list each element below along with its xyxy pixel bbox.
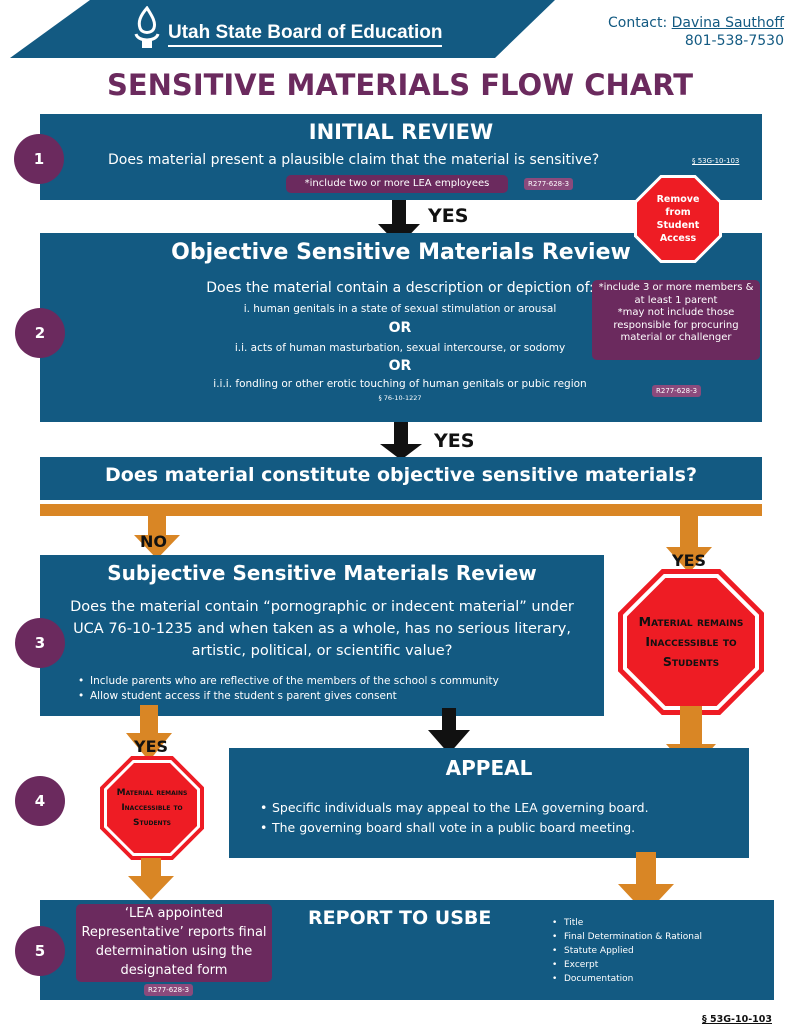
objective-note-1: *include 3 or more members & at least 1 … xyxy=(598,282,754,306)
objective-item-2: i.i. acts of human masturbation, sexual … xyxy=(234,342,566,354)
subjective-review-heading: Subjective Sensitive Materials Review xyxy=(107,561,537,585)
report-item: Documentation xyxy=(550,972,750,986)
contact-label: Contact: xyxy=(608,15,668,31)
initial-review-statute: § 53G-10-103 xyxy=(692,157,740,165)
remove-from-access-sign: Remove from Student Access xyxy=(637,178,719,260)
down-arrow-icon xyxy=(128,858,174,900)
objective-item-1: i. human genitals in a state of sexual s… xyxy=(243,303,557,315)
objective-rule: R277-628-3 xyxy=(652,385,702,397)
subjective-review-question: Does the material contain “pornographic … xyxy=(70,599,574,659)
objective-note-2: *may not include those responsible for p… xyxy=(613,307,739,343)
initial-review-heading: INITIAL REVIEW xyxy=(308,120,494,144)
contact-phone: 801-538-7530 xyxy=(684,33,784,49)
subjective-bullet-1: Include parents who are reflective of th… xyxy=(76,674,596,689)
down-arrow-icon xyxy=(126,705,172,761)
down-arrow-icon xyxy=(666,515,712,573)
down-arrow-icon xyxy=(618,852,674,914)
appeal-heading: APPEAL xyxy=(445,756,533,780)
org-name: Utah State Board of Education xyxy=(168,22,443,47)
subjective-bullet-2: Allow student access if the student s pa… xyxy=(76,689,596,704)
yes-label-right: YES xyxy=(672,551,707,570)
step-number-2: 2 xyxy=(15,308,65,358)
orange-split-bar xyxy=(40,504,762,516)
initial-review-rule: R277-628-3 xyxy=(524,178,574,190)
report-item: Excerpt xyxy=(550,958,750,972)
yes-label-1: YES xyxy=(428,205,469,227)
footer-statute: § 53G-10-103 xyxy=(701,1014,772,1025)
down-arrow-icon xyxy=(380,422,422,460)
objective-notes: *include 3 or more members & at least 1 … xyxy=(592,280,760,360)
appeal-bullet-list: Specific individuals may appeal to the L… xyxy=(258,798,738,838)
objective-review-question: Does the material contain a description … xyxy=(206,280,594,296)
yes-label-left: YES xyxy=(134,737,169,756)
subjective-bullet-list: Include parents who are reflective of th… xyxy=(76,674,596,704)
page-title: SENSITIVE MATERIALS FLOW CHART xyxy=(106,68,694,102)
inaccessible-sign-large: Material remains Inaccessible to Student… xyxy=(627,578,755,706)
constitute-box xyxy=(40,457,762,500)
appeal-bullet-1: Specific individuals may appeal to the L… xyxy=(258,798,738,818)
report-item: Final Determination & Rational xyxy=(550,930,750,944)
initial-review-note: *include two or more LEA employees xyxy=(286,175,508,193)
step-number-5: 5 xyxy=(15,926,65,976)
step-number-3: 3 xyxy=(15,618,65,668)
contact-block: Contact: Davina Sauthoff 801-538-7530 xyxy=(608,14,784,50)
objective-or-2: OR xyxy=(388,358,412,374)
down-arrow-icon xyxy=(428,708,470,754)
report-item-list: Title Final Determination & Rational Sta… xyxy=(550,916,750,986)
objective-review-heading: Objective Sensitive Materials Review xyxy=(171,240,631,265)
no-label: NO xyxy=(140,532,167,551)
down-arrow-icon xyxy=(134,515,180,559)
report-item: Title xyxy=(550,916,750,930)
objective-or-1: OR xyxy=(388,320,412,336)
step-number-4: 4 xyxy=(15,776,65,826)
objective-item-3: i.i.i. fondling or other erotic touching… xyxy=(213,378,587,390)
yes-label-2: YES xyxy=(434,430,475,452)
initial-review-question: Does material present a plausible claim … xyxy=(108,152,600,168)
report-heading: REPORT TO USBE xyxy=(308,907,492,929)
objective-statute: § 76-10-1227 xyxy=(378,394,422,402)
constitute-question: Does material constitute objective sensi… xyxy=(105,464,697,486)
appeal-bullet-2: The governing board shall vote in a publ… xyxy=(258,818,738,838)
torch-logo-icon xyxy=(134,6,160,48)
report-item: Statute Applied xyxy=(550,944,750,958)
contact-name-link[interactable]: Davina Sauthoff xyxy=(671,15,784,31)
step-number-1: 1 xyxy=(14,134,64,184)
inaccessible-sign-small: Material remains Inaccessible to Student… xyxy=(107,763,197,853)
report-representative-note: ‘LEA appointed Representative’ reports f… xyxy=(76,904,272,982)
report-rule: R277-628-3 xyxy=(144,984,194,996)
